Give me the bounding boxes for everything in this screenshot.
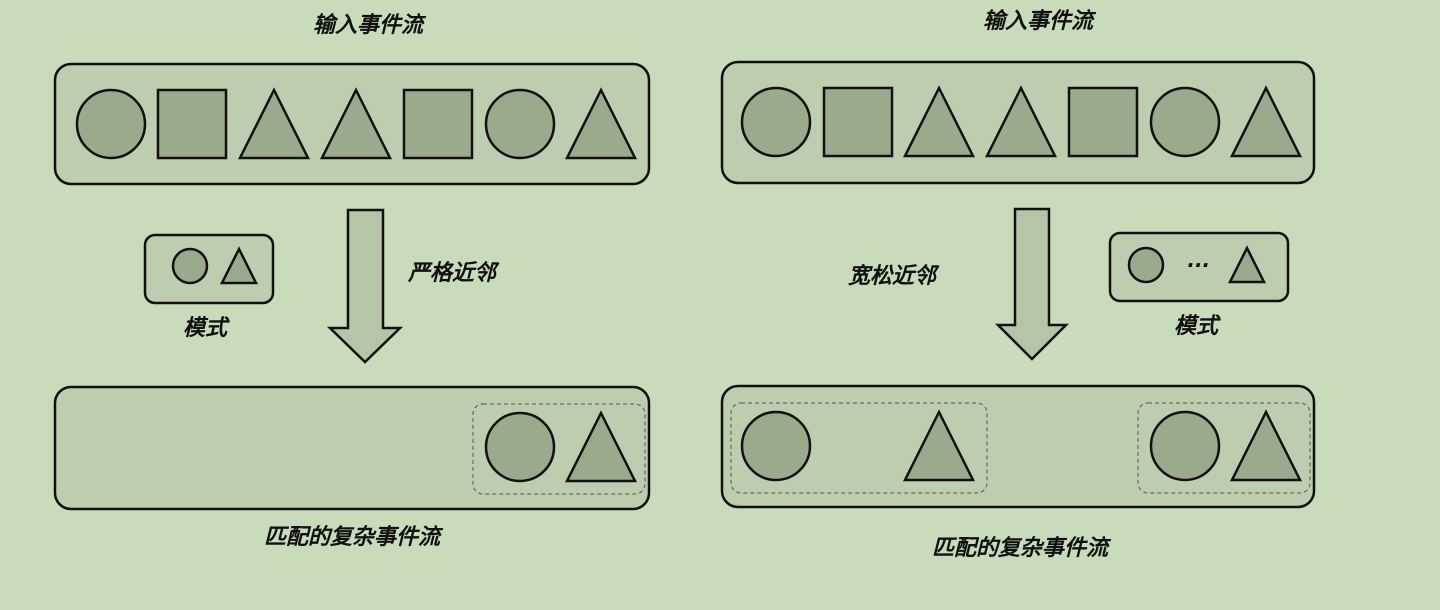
left-input-triangle-1 [237, 87, 311, 160]
right-output-stream-box [720, 384, 1316, 509]
left-pattern-circle [171, 247, 209, 285]
left-input-triangle-3 [564, 87, 638, 160]
right-strategy-label: 宽松近邻 [847, 263, 940, 289]
right-input-square-2 [1067, 86, 1139, 158]
right-match-group-1 [730, 402, 988, 494]
left-input-circle-2 [484, 88, 556, 160]
left-pattern-label: 模式 [183, 316, 230, 341]
left-pattern-triangle [219, 246, 259, 285]
left-input-title: 输入事件流 [313, 12, 427, 38]
right-output-title: 匹配的复杂事件流 [932, 535, 1112, 561]
right-panel: 输入事件流 宽松近邻 ··· 模式 匹配的复杂事件流 [720, 8, 1316, 561]
left-output-circle [484, 411, 556, 483]
left-input-square-1 [156, 88, 228, 160]
right-input-triangle-2 [984, 85, 1058, 158]
right-pattern-label: 模式 [1174, 314, 1221, 339]
right-pattern-ellipsis: ··· [1187, 253, 1210, 277]
left-output-stream-box [53, 385, 651, 511]
right-match-group-2 [1137, 402, 1311, 494]
right-input-triangle-1 [902, 85, 976, 158]
right-input-circle-1 [740, 86, 812, 158]
left-input-square-2 [402, 88, 474, 160]
left-match-group [472, 403, 646, 495]
right-input-shapes [740, 85, 1303, 158]
left-output-title: 匹配的复杂事件流 [264, 524, 444, 550]
right-pattern-circle [1127, 246, 1165, 284]
left-panel: 输入事件流 严格近邻 模式 匹配的复杂事件流 [53, 12, 651, 550]
left-input-circle-1 [75, 88, 147, 160]
left-pattern-box [143, 233, 275, 305]
left-down-arrow [326, 208, 404, 364]
right-down-arrow [994, 207, 1070, 361]
left-input-triangle-2 [319, 87, 393, 160]
right-input-title: 输入事件流 [983, 8, 1097, 34]
right-pattern-triangle [1227, 245, 1267, 284]
right-output-triangle-1 [902, 409, 976, 482]
right-output-triangle-2 [1229, 409, 1303, 482]
right-output-circle-2 [1149, 410, 1221, 482]
left-input-shapes [75, 87, 638, 160]
left-strategy-label: 严格近邻 [407, 261, 500, 286]
right-input-square-1 [822, 86, 894, 158]
right-input-triangle-3 [1229, 85, 1303, 158]
right-input-circle-2 [1149, 86, 1221, 158]
left-output-triangle [564, 410, 638, 483]
right-output-circle-1 [740, 410, 812, 482]
